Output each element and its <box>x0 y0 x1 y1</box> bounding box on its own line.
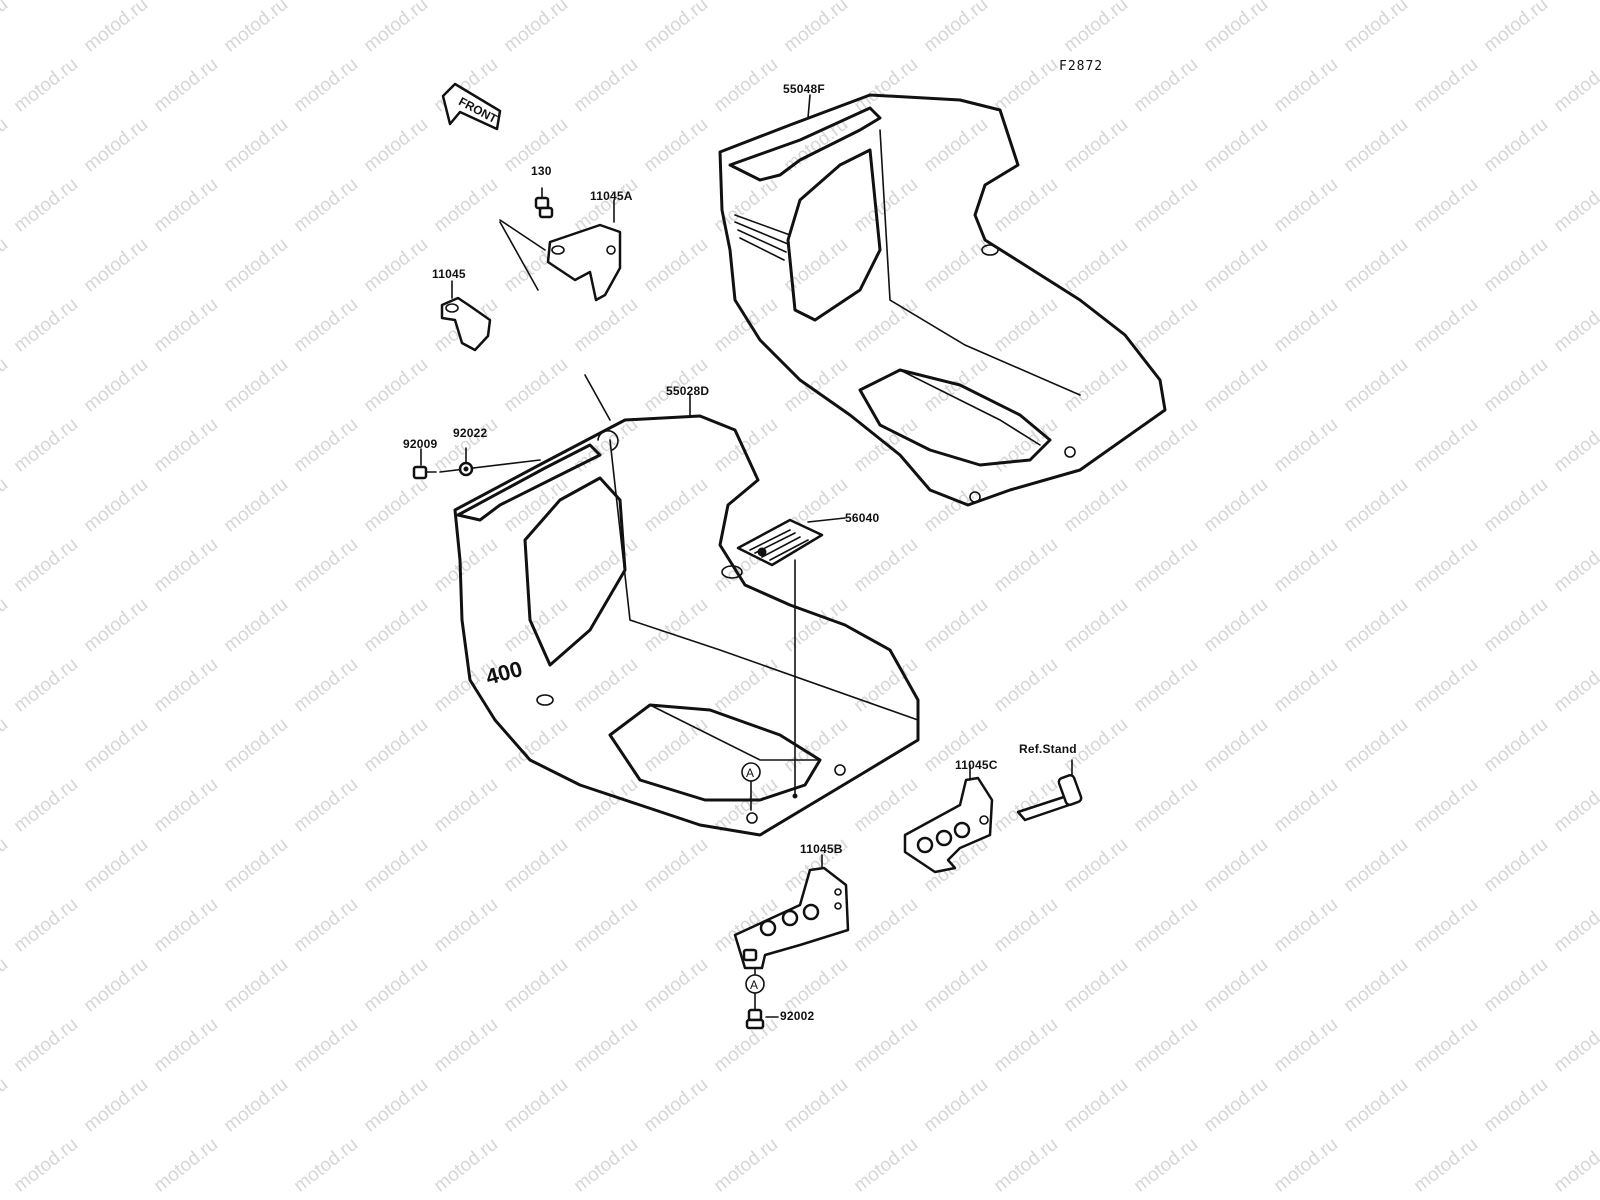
bracket-11045 <box>440 280 492 352</box>
label-11045B: 11045B <box>800 842 843 856</box>
front-arrow: FRONT <box>441 82 502 131</box>
bracket-11045B <box>733 854 850 970</box>
label-130: 130 <box>531 164 552 178</box>
label-11045A: 11045A <box>590 189 633 203</box>
label-92009: 92009 <box>403 437 438 451</box>
bolt-130 <box>534 187 554 219</box>
bracket-11045A <box>546 199 622 302</box>
leader-lines <box>439 94 811 473</box>
upper-lower-cover-55048F <box>718 93 1167 507</box>
figure-number: F2872 <box>1059 59 1104 74</box>
label-56040: 56040 <box>845 511 880 525</box>
bracket-11045C <box>903 764 994 874</box>
ref-marker-a-lower-text: A <box>750 978 758 992</box>
label-55048F: 55048F <box>783 82 825 96</box>
washer-92022 <box>458 447 474 477</box>
body-mark-400: 400 <box>483 656 525 690</box>
label-92022: 92022 <box>453 426 488 440</box>
ref-marker-a-upper: A <box>741 762 761 811</box>
decal-56040 <box>736 517 846 799</box>
label-92002: 92002 <box>780 1009 815 1023</box>
label-11045: 11045 <box>432 267 466 281</box>
bolt-92002 <box>745 1008 779 1030</box>
label-ref-stand: Ref.Stand <box>1019 742 1077 756</box>
ref-marker-a-upper-text: A <box>746 766 754 780</box>
lower-cover-55028D: 400 <box>453 414 920 837</box>
ref-stand-bolt <box>1016 759 1083 822</box>
label-55028D: 55028D <box>666 384 710 398</box>
bolt-92009 <box>412 448 437 480</box>
ref-marker-a-lower: A <box>745 967 765 1011</box>
label-11045C: 11045C <box>955 758 998 772</box>
